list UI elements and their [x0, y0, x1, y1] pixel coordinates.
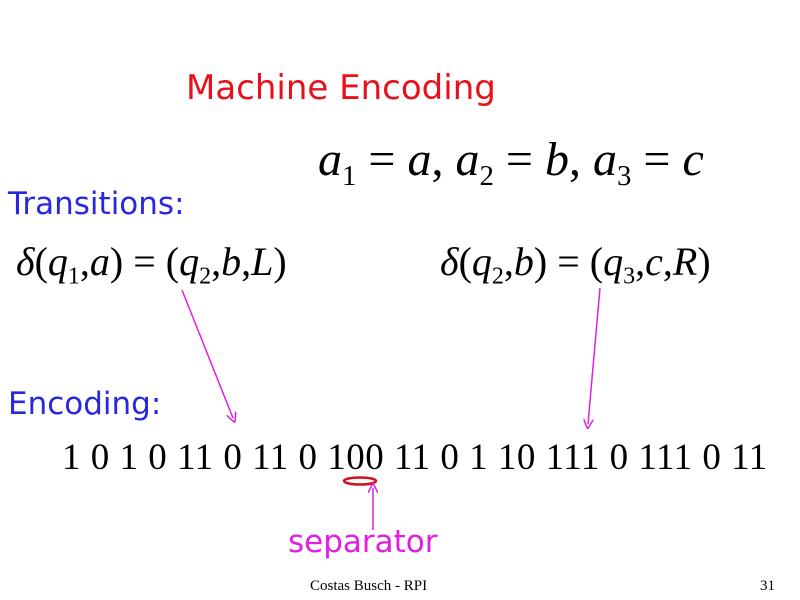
a2-symbol: a [455, 133, 480, 186]
encoding-part-2: 11 0 1 10 111 0 111 0 11 [384, 437, 768, 478]
next-state-symbol: q [179, 239, 200, 284]
next-state-symbol: q [603, 239, 624, 284]
a2-subscript: 2 [479, 160, 494, 193]
page-number: 31 [760, 578, 775, 594]
state-subscript: 1 [67, 263, 80, 290]
separator-mark [342, 476, 378, 486]
a1-value: a [407, 133, 432, 186]
encoding-string: 1 0 1 0 11 0 11 0 100 11 0 1 10 111 0 11… [62, 436, 768, 479]
transition-1: δ(q1,a) = (q2,b,L) [16, 239, 287, 290]
a3-subscript: 3 [616, 160, 632, 193]
next-state-subscript: 2 [199, 263, 212, 290]
separator-label: separator [288, 524, 438, 560]
delta-symbol: δ [16, 239, 35, 284]
delta-symbol: δ [440, 239, 459, 284]
a3-value: c [682, 133, 704, 186]
next-state-subscript: 3 [623, 263, 636, 290]
input-symbol: b [513, 239, 534, 284]
arrow-transition-1 [181, 289, 233, 418]
arrow-transition-2 [588, 287, 601, 424]
a1-symbol: a [318, 133, 342, 186]
a3-symbol: a [592, 133, 617, 186]
state-subscript: 2 [491, 263, 504, 290]
input-symbol: a [89, 239, 110, 284]
move-direction: R [672, 239, 698, 284]
encoding-separator: 00 [346, 437, 385, 478]
encoding-part-1: 1 0 1 0 11 0 11 0 1 [62, 437, 347, 478]
transition-2: δ(q2,b) = (q3,c,R) [440, 239, 711, 290]
a1-subscript: 1 [342, 160, 357, 193]
state-symbol: q [471, 239, 492, 284]
state-symbol: q [47, 239, 68, 284]
a2-value: b [544, 133, 569, 186]
footer-author: Costas Busch - RPI [310, 578, 428, 594]
move-direction: L [251, 239, 274, 284]
transitions-label: Transitions: [8, 186, 185, 222]
symbol-assignments: a1 = a, a2 = b, a3 = c [318, 133, 704, 193]
slide-title: Machine Encoding [186, 68, 496, 108]
encoding-label: Encoding: [8, 386, 162, 422]
write-symbol: c [645, 239, 663, 284]
write-symbol: b [221, 239, 242, 284]
